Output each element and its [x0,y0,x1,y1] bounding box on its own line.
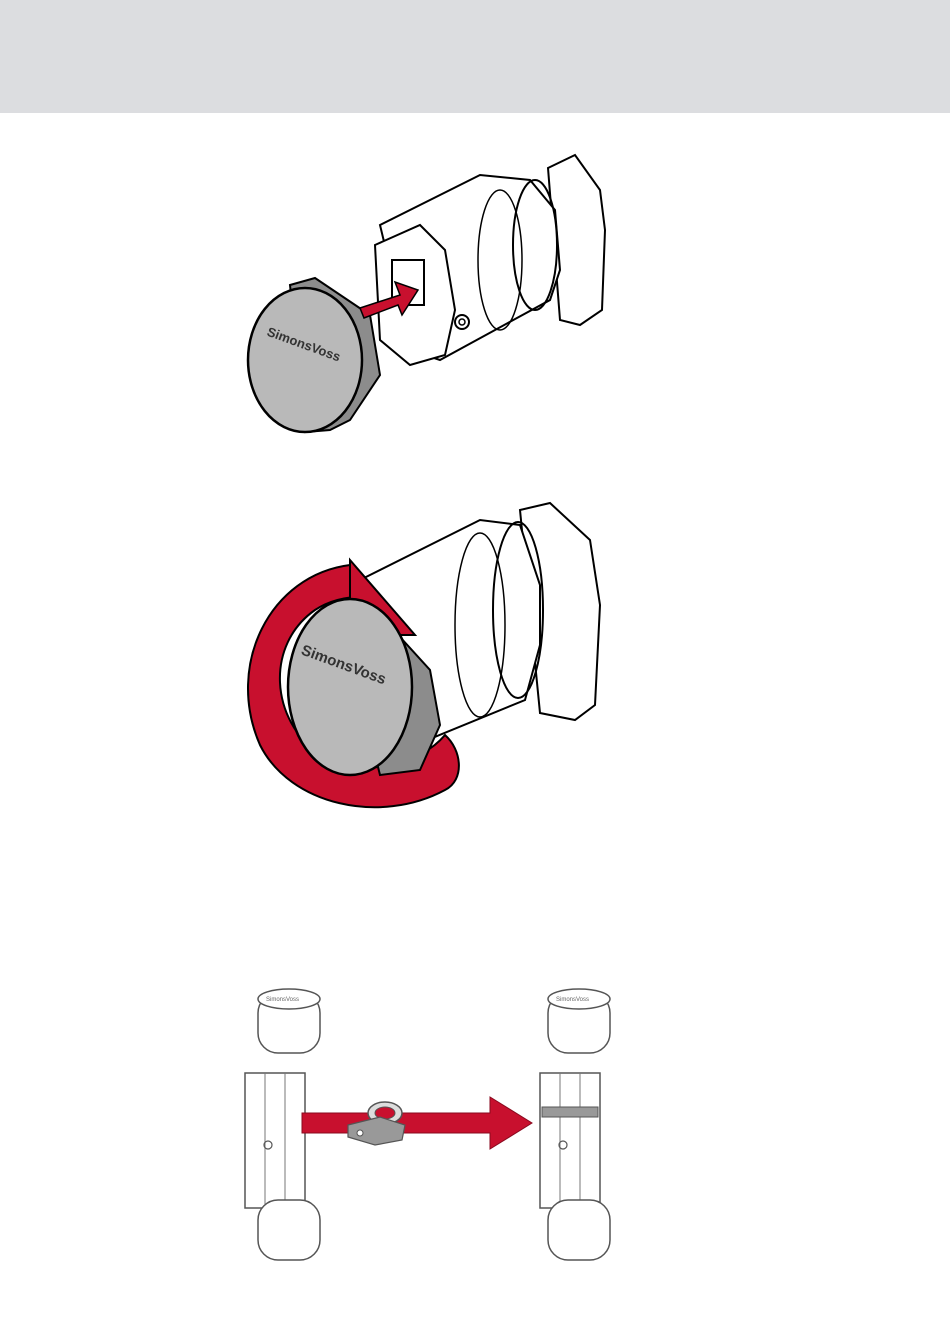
figure-rotate-cap: SimonsVoss [230,495,630,825]
cap-face [288,599,412,775]
page-header-band [0,0,950,113]
transfer-part [348,1102,405,1145]
figure-insert-cap: SimonsVoss [230,150,630,450]
transfer-arrow [302,1097,532,1149]
left-cylinder-logo: SimonsVoss [266,997,299,1003]
cap-face [248,288,362,432]
figure-transfer-part: SimonsVoss SimonsVoss [230,985,640,1270]
transfer-part-illustration: SimonsVoss SimonsVoss [230,985,640,1270]
rotate-cap-illustration: SimonsVoss [230,495,630,825]
right-cylinder: SimonsVoss [540,989,610,1260]
right-cylinder-logo: SimonsVoss [556,997,589,1003]
insert-cap-illustration: SimonsVoss [230,150,630,450]
